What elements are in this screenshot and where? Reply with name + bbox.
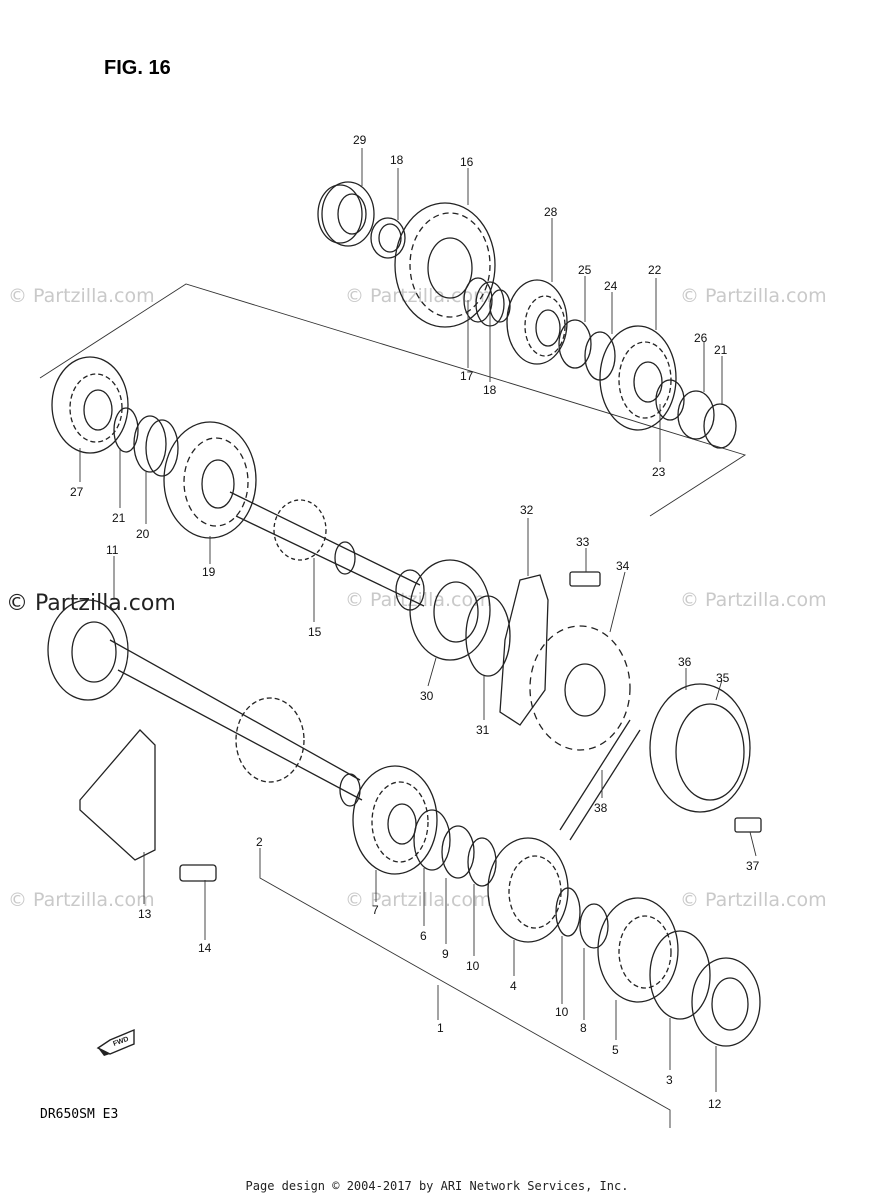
callout-6: 6 [420,929,427,943]
bearing-29 [317,181,375,247]
gear-7 [352,765,438,875]
callout-26: 26 [694,331,708,345]
washer-8 [579,903,609,949]
assembly-outline [39,283,747,517]
circlip-10 [467,837,497,887]
watermark-prominent: © Partzilla.com [6,591,176,616]
washer-9 [441,825,475,879]
callout-17: 17 [460,369,474,383]
watermark: © Partzilla.com [8,889,155,911]
callout-29: 29 [353,133,367,147]
watermark: © Partzilla.com [345,589,492,611]
callout-10b: 10 [555,1005,569,1019]
washer-18b [489,289,511,323]
figure-title: FIG. 16 [104,57,171,79]
watermark: © Partzilla.com [680,589,827,611]
model-code: DR650SM E3 [40,1107,118,1122]
circlip-10b [555,887,581,937]
bolt-37 [734,817,762,833]
callout-28: 28 [544,205,558,219]
washer-18 [370,217,406,259]
sprocket-34 [529,625,631,751]
sprocket-cover-35 [649,683,751,813]
callout-13: 13 [138,907,152,921]
callout-19: 19 [202,565,216,579]
oil-seal-31 [465,595,511,677]
callout-9: 9 [442,947,449,961]
callout-21: 21 [112,511,126,525]
callout-20: 20 [136,527,150,541]
callout-35: 35 [716,671,730,685]
callout-2: 2 [256,835,263,849]
plate-13 [79,729,156,861]
gear-27 [51,356,129,454]
callout-7: 7 [372,903,379,917]
chain-38 [559,719,641,841]
callout-24: 24 [604,279,618,293]
callout-32: 32 [520,503,534,517]
callout-27: 27 [70,485,84,499]
gear-4 [487,837,569,943]
callout-22: 22 [648,263,662,277]
callout-36: 36 [678,655,692,669]
callout-18: 18 [390,153,404,167]
bearing-12 [691,957,761,1047]
bolt-14 [179,864,217,882]
callout-8: 8 [580,1021,587,1035]
countershaft-15 [229,491,425,611]
footer-copyright: Page design © 2004-2017 by ARI Network S… [246,1179,629,1193]
bushing-6 [413,809,451,871]
washer-23 [655,379,685,421]
watermark: © Partzilla.com [8,285,155,307]
callout-31: 31 [476,723,490,737]
callout-15: 15 [308,625,322,639]
gear-19 [163,421,257,539]
watermark: © Partzilla.com [680,285,827,307]
washer-25 [558,319,592,369]
washer-26 [677,390,715,440]
leader-lines [79,148,757,1092]
watermark: © Partzilla.com [345,889,492,911]
gear-3 [649,930,711,1020]
callout-5: 5 [612,1043,619,1057]
callout-4: 4 [510,979,517,993]
callout-30: 30 [420,689,434,703]
circlip-21 [703,403,737,449]
bushing-20 [133,415,179,477]
callout-23: 23 [652,465,666,479]
gear-5 [597,897,679,1003]
callout-1: 1 [437,1021,444,1035]
callout-33: 33 [576,535,590,549]
gear-22 [599,325,677,431]
bolt-33 [569,571,601,587]
callout-18b: 18 [483,383,497,397]
assembly-bracket [259,848,671,1128]
callout-12: 12 [708,1097,722,1111]
bearing-30 [409,559,491,661]
callout-11: 11 [106,543,119,557]
callout-34: 34 [616,559,630,573]
callout-labels: 1 2 3 4 5 6 7 8 9 10 10 11 12 13 14 15 1… [70,133,760,1111]
callout-16: 16 [460,155,474,169]
gear-28 [506,279,568,365]
circlip-21b [113,407,139,453]
callout-25: 25 [578,263,592,277]
callout-37: 37 [746,859,760,873]
fwd-arrow-icon: FWD [96,1028,135,1056]
callout-3: 3 [666,1073,673,1087]
watermark: © Partzilla.com [680,889,827,911]
callout-10: 10 [466,959,480,973]
callout-38: 38 [594,801,608,815]
gear-16 [394,202,496,328]
callout-14: 14 [198,941,212,955]
mainshaft-2 [109,639,363,807]
callout-21b: 21 [714,343,728,357]
